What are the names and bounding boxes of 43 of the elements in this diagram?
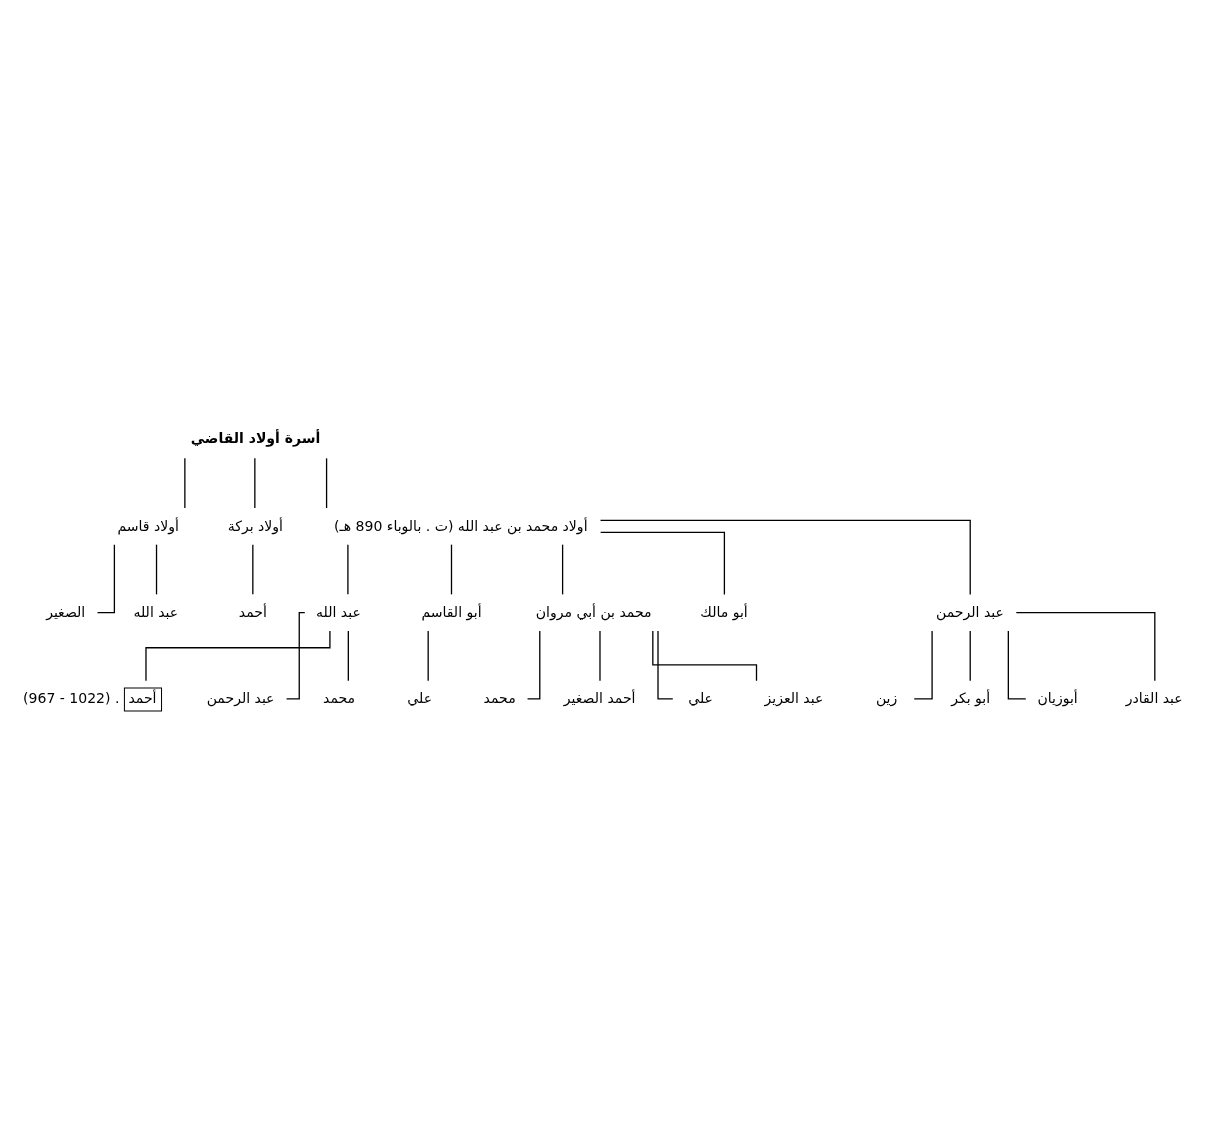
node-text: أولاد بركة xyxy=(227,517,283,534)
node-text: عبد الله xyxy=(133,603,179,620)
connector xyxy=(145,630,331,682)
node-text: محمد xyxy=(483,690,516,707)
connector xyxy=(347,630,349,682)
node-text: محمد xyxy=(323,690,356,707)
connector xyxy=(325,457,328,509)
connector xyxy=(347,544,349,595)
connector xyxy=(599,519,971,596)
connector xyxy=(1007,630,1027,700)
connector xyxy=(913,630,933,700)
connector xyxy=(254,457,256,509)
node-text: أولاد محمد بن عبد الله (ت . بالوباء 890 هـ) xyxy=(334,517,588,534)
connector xyxy=(599,630,601,682)
node-text: أبو مالك xyxy=(700,603,748,620)
node-text: أبو بكر xyxy=(951,690,991,707)
node-text: زين xyxy=(875,690,898,707)
node-text: أسرة أولاد القاضي xyxy=(190,430,321,447)
node-label: (967 - 1022) . xyxy=(23,690,120,707)
node-text: علي xyxy=(407,690,433,707)
node-text: محمد بن أبي مروان xyxy=(535,603,652,620)
connector xyxy=(561,544,564,595)
node-text: عبد القادر xyxy=(1125,690,1183,707)
connector xyxy=(184,457,186,509)
node-text: عبد الرحمن xyxy=(206,690,275,707)
connector xyxy=(252,544,254,595)
connector xyxy=(450,544,453,595)
node-text: علي xyxy=(688,690,713,707)
node-text: عبد الرحمن xyxy=(936,603,1004,620)
connector xyxy=(427,630,429,682)
node-text: عبد العزيز xyxy=(764,690,824,707)
node-text: أحمد xyxy=(238,603,267,620)
connector xyxy=(969,630,971,682)
node-text: أبوزيان xyxy=(1037,690,1078,707)
connector xyxy=(600,531,726,596)
connector xyxy=(155,544,158,595)
node-text: عبد الله xyxy=(316,603,361,620)
node-text: الصغير xyxy=(46,603,86,620)
node-text: أحمد الصغير xyxy=(563,690,636,707)
node-box: أحمد xyxy=(123,687,163,712)
node-text: أولاد قاسم xyxy=(117,517,179,534)
connector xyxy=(1015,612,1156,682)
node-text: أبو القاسم xyxy=(421,603,482,620)
